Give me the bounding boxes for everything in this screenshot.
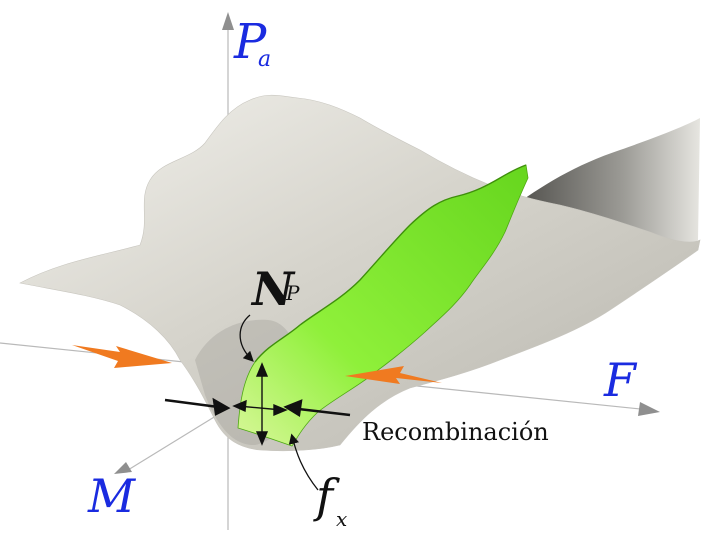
- migration-arrow-right: [345, 366, 442, 384]
- recombination-label: Recombinación: [362, 418, 549, 446]
- horizontal-axis-arrowhead: [638, 402, 660, 416]
- population-width-arrows: [232, 362, 288, 446]
- axis-label-depth: M: [87, 469, 137, 523]
- axis-label-vertical-subscript: a: [258, 47, 271, 72]
- np-callout-line: [239, 314, 254, 362]
- np-label-subscript: P: [285, 281, 300, 305]
- landscape-surface: [19, 94, 701, 452]
- np-label: N: [250, 262, 296, 316]
- fx-callout-line: [288, 433, 319, 491]
- fx-label-subscript: x: [336, 507, 347, 531]
- green-ridge-crest: [254, 164, 527, 363]
- recombination-arrows: [164, 397, 351, 417]
- migration-arrow-left: [72, 345, 172, 368]
- depth-axis-arrowhead: [114, 462, 132, 474]
- axis-label-vertical: P: [233, 14, 267, 70]
- axis-label-horizontal: F: [603, 353, 638, 407]
- vertical-axis-arrowhead: [222, 12, 234, 30]
